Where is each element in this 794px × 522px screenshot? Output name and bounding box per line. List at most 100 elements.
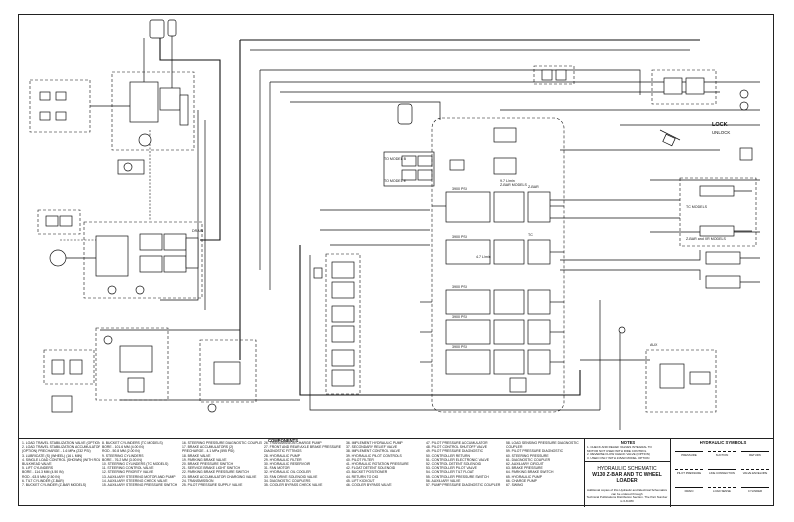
legend-entry: PRECHARGE - 4.1 MPa (595 PSI) [182, 449, 235, 454]
legend-entry: 49. PILOT PRESSURE DIAGNOSTIC [426, 449, 484, 454]
drain-label: DRAIN [192, 229, 204, 233]
symbol-entry: CYLINDER [739, 484, 771, 493]
aux-label: AUX [650, 343, 658, 347]
notes-list: 1. CHECK AND RELIEF VALVES INTEGRAL TO M… [587, 445, 669, 460]
legend-entry: 20. BRAKE PRESSURE SWITCH [182, 462, 234, 467]
symbol-entry: SUCTION [706, 448, 738, 457]
symbol-entry: RETURN [739, 448, 771, 457]
legend-entry: 40. PILOT FILTER [346, 457, 374, 462]
legend-column-1: 1. LOAD TRAVEL STABILIZATION VALVE (OPTI… [22, 441, 100, 487]
legend-entry: 67. SWING [506, 483, 524, 488]
legend-entry: 12. STEERING PRIORITY VALVE [102, 470, 154, 475]
legend-entry: 21. SERVICE BRAKE LIGHT SWITCH [182, 466, 241, 471]
legend-entry: 35. COOLER BYPASS CHECK VALVE [264, 483, 323, 488]
legend-entry: 15. AUXILIARY STEERING PRESSURE SWITCH [102, 483, 178, 488]
legend-entry: (OPTION) PRECHARGE - 1.6 MPa (232 PSI) [22, 449, 91, 454]
legend-entry: 54. CONTROLLER TILT FLOAT [426, 470, 474, 475]
legend-entry: ROD - 50.8 MM (2.00 IN) [102, 449, 140, 454]
legend-entry: 5. LIFT CYLINDERS [22, 466, 54, 471]
zbar-xr-label: Z-BAR and XR MODELS [686, 237, 727, 241]
legend-entry: 31. FAN MOTOR [264, 466, 290, 471]
pressure-label-4: 3900 PSI [452, 315, 467, 319]
symbol-entry: PRESSURE [673, 448, 705, 457]
symbol-label: LOAD SENSE [713, 489, 731, 493]
legend-entry: 18. BRAKE VALVE [182, 453, 211, 458]
legend-entry: 38. IMPLEMENT CONTROL VALVE [346, 449, 401, 454]
right-actuators [509, 65, 760, 413]
legend-entry: DIAGNOSTIC FITTINGS [264, 449, 302, 454]
to-model-label-1: TO MODEL B [384, 157, 407, 161]
legend-entry: 19. PARKING BRAKE VALVE [182, 457, 227, 462]
symbol-line-sample [741, 487, 769, 488]
legend-entry: 28. HYDRAULIC PUMP [264, 453, 300, 458]
legend-entry: 61. DIAGNOSTIC COUPLER [506, 457, 551, 462]
legend-entry: 3. LUBRICATE (S) (WHEEL) (16 L MIN) [22, 453, 83, 458]
notes-header: NOTES [620, 440, 636, 445]
legend-entry: 50. CONTROLLER RETURN [426, 453, 470, 458]
legend-entry: 66. CHARGE PUMP [506, 478, 537, 483]
legend-entry: 42. FLOAT DETENT SOLENOID [346, 466, 396, 471]
title-line-2: W130 Z-BAR AND TC WHEEL LOADER [592, 472, 662, 484]
legend-entry: 51. CONTROLLER ELECTRONIC VALVE [426, 457, 489, 462]
legend-entry: 11. STEERING CONTROL VALVE [102, 466, 154, 471]
model-selector-boxes [383, 151, 435, 187]
symbol-line-sample [675, 451, 703, 452]
note-line: 3. USED ONLY WITH Z-BAR MODEL OPTION [587, 455, 650, 460]
symbol-line-sample [708, 487, 736, 488]
symbol-line-sample [675, 469, 703, 470]
symbol-label: PRESSURE [681, 453, 697, 457]
legend-entry: 62. AUXILIARY CIRCUIT [506, 462, 544, 467]
symbols-header: HYDRAULIC SYMBOLS [699, 440, 747, 445]
legend-entry: 43. BUCKET POSITIONER [346, 470, 388, 475]
legend-entry: 56. AUXILIARY VALVE [426, 478, 461, 483]
legend-entry: 64. PARKING BRAKE SWITCH [506, 470, 554, 475]
unlock-label: UNLOCK [712, 130, 730, 135]
symbol-entry: VALVE ENVELOPE [739, 466, 771, 475]
legend-column-3: 16. STEERING PRESSURE DIAGNOSTIC COUPLER… [182, 441, 262, 487]
legend-entry: 30. HYDRAULIC RESERVOIR [264, 462, 311, 467]
legend-entry: 47. PILOT PRESSURE ACCUMULATOR [426, 441, 488, 445]
pressure-label-2: 3900 PSI [452, 235, 467, 239]
legend-entry: 52. CONTROL DETENT SOLENOID [426, 462, 482, 467]
steering-brake-group [37, 209, 203, 299]
note-line: MOTOR NOT USED WITH RIDE CONTROL [587, 448, 647, 453]
legend-entry: 27. FRONT AND REAR AXLE BRAKE PRESSURE [264, 445, 342, 450]
legend-entry: 32. HYDRAULIC OIL COOLER [264, 470, 311, 475]
legend-entry: 14. AUXILIARY STEERING CHECK VALVE [102, 478, 168, 483]
notes-block: NOTES 1. CHECK AND RELIEF VALVES INTEGRA… [584, 439, 671, 507]
components-header: COMPONENTS [268, 438, 299, 443]
legend-entry: 1. LOAD TRAVEL STABILIZATION VALVE (OPTI… [22, 441, 100, 445]
legend-entry: ROD - 63.5 MM (2.50 IN) [22, 474, 60, 479]
legend-entry: 7. BUCKET CYLINDER (Z-BAR MODELS) [22, 483, 87, 488]
pump-cluster [29, 19, 195, 175]
legend-entry: 16. STEERING PRESSURE DIAGNOSTIC COUPLER [182, 441, 262, 445]
legend-entry: 9. STEERING CYLINDERS [102, 453, 144, 458]
title-line-1: HYDRAULIC SCHEMATIC [597, 466, 657, 472]
lock-label: LOCK [712, 122, 728, 128]
tc-models-label: TC MODELS [686, 205, 708, 209]
drawing-frame [18, 14, 774, 506]
legend-entry: 46. COOLER BYPASS VALVE [346, 483, 392, 488]
tc-label: TC [528, 233, 533, 237]
z-bar-models-label: Z-BAR MODELS [500, 183, 528, 187]
legend-column-2: 8. BUCKET CYLINDERS (TC MODELS) BORE - 1… [102, 441, 180, 487]
legend-entry: 24. TRANSMISSION [182, 478, 214, 483]
legend-entry: 63. BRAKE PRESSURE [506, 466, 543, 471]
legend-entry: BORE - 114.3 MM (4.50 IN) [22, 470, 64, 475]
legend-entry: 26. TRANSMISSION CHARGE PUMP [264, 441, 322, 445]
note-line: 2. REVERSE FLOW CHECK VALVE (OPTION) [587, 452, 650, 457]
legend-entry: 65. HYDRAULIC PUMP [506, 474, 542, 479]
z-bar-label: Z-BAR [528, 185, 539, 189]
trunk-lines [60, 32, 760, 430]
title-fine-2: Technical Publications Distribution Sect… [586, 495, 668, 503]
legend-entry: 6. TILT CYLINDER (Z-BAR) [22, 478, 64, 483]
main-control-valve [420, 117, 565, 413]
symbol-label: RETURN [749, 453, 761, 457]
pilot-valves-column [313, 103, 413, 395]
pressure-label-5: 3900 PSI [452, 345, 467, 349]
